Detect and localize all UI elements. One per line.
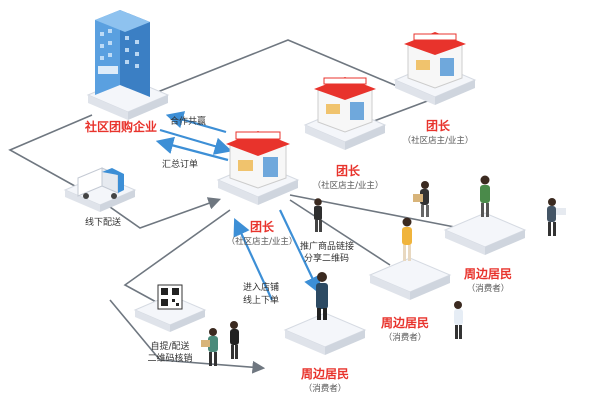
leader-main-subtitle: （社区店主/业主）: [227, 236, 298, 247]
qr-code-icon: [157, 284, 183, 310]
leader-mid-title: 团长: [336, 163, 361, 178]
connector-enterprise-top: [149, 39, 431, 101]
leader-top-title: 团长: [426, 118, 451, 133]
people: [201, 175, 566, 366]
person-customer-icon: [230, 321, 239, 359]
platform-qr: [133, 294, 207, 332]
office-building-icon: [95, 10, 150, 97]
resident-bottom-title: 周边居民: [301, 366, 349, 381]
person-green-shirt-icon: [480, 175, 490, 217]
platform-resident-right: [443, 212, 527, 255]
store-mid-icon: [314, 77, 376, 133]
platform-resident-bottom: [283, 312, 367, 355]
connector-qr-to-bottom: [109, 299, 266, 374]
promote-line1: 推广商品链接: [300, 240, 354, 252]
enter-store-line1: 进入店铺: [243, 281, 279, 293]
delivery-truck-icon: [77, 167, 124, 199]
pickup-line2: 二维码核销: [147, 352, 192, 364]
arrow-cooperation-back: [165, 111, 227, 134]
arrow-promote: [279, 209, 321, 294]
enter-store-line2: 线上下单: [243, 294, 279, 306]
leader-mid-subtitle: （社区店主/业主）: [313, 180, 384, 191]
blue-arrows: [155, 111, 321, 301]
arrow-summary-orders: [155, 136, 229, 162]
person-courier-icon: [201, 328, 218, 366]
person-man-dark-coat-icon: [316, 272, 328, 320]
person-phone-icon: [314, 198, 322, 232]
labels: 社区团购企业 合作共赢 汇总订单 线下配送 团长 （社区店主/业主） 团长 （社…: [84, 115, 512, 394]
arrow-enter-store: [233, 218, 273, 301]
offline-delivery-label: 线下配送: [85, 216, 121, 228]
leader-top-subtitle: （社区店主/业主）: [403, 135, 474, 146]
store-main-icon: [226, 131, 290, 189]
resident-right-title: 周边居民: [464, 266, 512, 281]
resident-bottom-subtitle: （消费者）: [304, 383, 347, 394]
resident-mid-subtitle: （消费者）: [384, 332, 427, 343]
resident-mid-title: 周边居民: [381, 315, 429, 330]
person-walking-right-icon: [547, 198, 566, 236]
enterprise-label: 社区团购企业: [84, 119, 157, 134]
leader-main-title: 团长: [250, 219, 275, 234]
resident-right-subtitle: （消费者）: [467, 283, 510, 294]
promote-line2: 分享二维码: [304, 252, 349, 264]
cooperation-label: 合作共赢: [170, 115, 206, 127]
pickup-line1: 自提/配送: [150, 340, 189, 352]
connector-truck-to-leader: [99, 197, 222, 229]
arrow-cooperation: [159, 128, 233, 155]
connector-leader-to-residents-mid: [289, 199, 391, 266]
person-woman-bottom-right-icon: [454, 301, 463, 339]
summary-orders-label: 汇总订单: [162, 158, 198, 170]
person-woman-yellow-icon: [402, 217, 412, 261]
connector-enterprise-to-truck: [8, 114, 101, 201]
platform-resident-mid: [368, 257, 452, 300]
store-top-icon: [404, 32, 466, 89]
person-box-carrier-icon: [413, 181, 429, 217]
